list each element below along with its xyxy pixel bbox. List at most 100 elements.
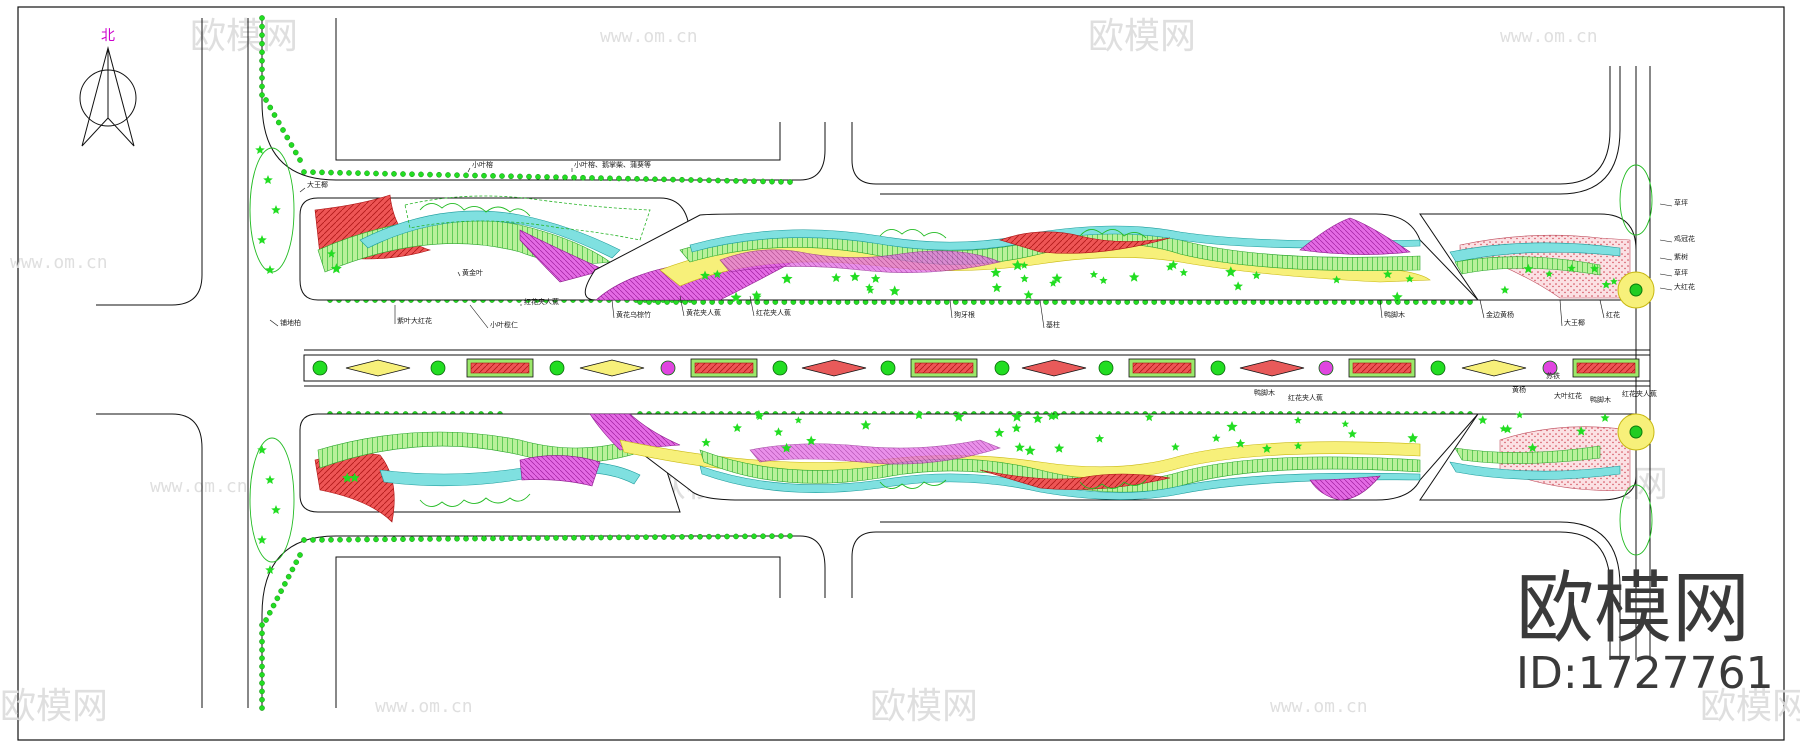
tree-star — [866, 286, 875, 294]
plant-label: 红花夹人蕉 — [524, 297, 559, 306]
hedge-dot — [418, 536, 424, 542]
hedge-dot — [382, 536, 388, 543]
hedge-dot — [409, 171, 415, 178]
hedge-dot — [346, 536, 352, 543]
tree-star — [1391, 291, 1403, 302]
tree-star — [1011, 423, 1022, 433]
leader-line — [299, 187, 306, 193]
tree-star — [1144, 412, 1154, 422]
tree-star — [1515, 410, 1524, 419]
hedge-dot — [282, 581, 288, 587]
shrub-clusters — [249, 147, 1653, 563]
median-shrub-circle — [1098, 360, 1114, 376]
hedge-dot — [280, 127, 286, 133]
hedge-dot — [259, 638, 265, 645]
hedge-dot — [259, 57, 265, 64]
tree-star — [1590, 264, 1599, 273]
plant-label: 小叶榄仁 — [490, 320, 518, 329]
hedge-dot — [634, 176, 640, 182]
hedge-dot — [259, 696, 265, 703]
hedge-dot — [553, 535, 559, 541]
median-label: 大叶红花 — [1554, 391, 1582, 400]
hedge-dot — [769, 178, 775, 185]
tree-symbols — [255, 145, 1618, 574]
hedge-dot — [259, 622, 265, 628]
plant-label: 黄花乌棕竹 — [616, 310, 651, 319]
tree-star — [701, 437, 711, 447]
leader-line — [1659, 273, 1673, 277]
tree-star — [1294, 441, 1303, 450]
north-label: 北 — [101, 28, 115, 44]
median-shrub-circle — [1210, 360, 1226, 376]
hedge-dot — [706, 177, 712, 184]
tree-star — [1051, 273, 1063, 284]
median-label: 苏铁 — [1546, 371, 1560, 380]
hedge-dot — [284, 134, 291, 141]
tree-star — [753, 292, 762, 301]
hedge-dot — [259, 92, 265, 98]
plant-label: 黄花夹人蕉 — [686, 308, 721, 317]
hedge-dot — [778, 533, 784, 539]
median-rect-inner — [1352, 362, 1412, 374]
tree-star — [1545, 269, 1553, 278]
tree-star — [1341, 420, 1350, 428]
leader-line — [1659, 287, 1673, 291]
median-rect-inner — [694, 362, 754, 374]
plant-label: 金边黄杨 — [1486, 310, 1514, 319]
hedge-dot — [481, 172, 487, 179]
hedge-dot — [616, 534, 622, 541]
median-planting — [312, 358, 1640, 378]
hedge-dot — [259, 49, 265, 56]
hedge-dot — [742, 178, 748, 184]
leader-line — [611, 299, 615, 319]
hedge-dot — [706, 533, 712, 540]
planting-bed-bottom-main — [588, 413, 1480, 501]
hedge-dot — [760, 533, 766, 540]
tree-star — [991, 282, 1002, 293]
hedge-dot — [436, 536, 442, 542]
hedge-dot — [289, 566, 296, 573]
median-diamond-bed — [579, 359, 645, 377]
hedge-dot — [278, 588, 284, 594]
plant-label: 大红花 — [1674, 282, 1695, 291]
tree-star — [257, 235, 267, 244]
watermark-url: www.om.cn — [10, 252, 108, 273]
hedge-dot — [517, 535, 523, 542]
hedge-dot — [259, 672, 265, 678]
hedge-dot — [259, 705, 265, 711]
hedge-dot — [271, 112, 278, 118]
hedge-dot — [670, 176, 676, 183]
hedge-dot — [259, 83, 265, 90]
hedge-dot — [259, 40, 265, 47]
plant-label: 草坪 — [1674, 268, 1688, 277]
hedge-dot — [259, 23, 265, 30]
tree-star — [1610, 277, 1618, 285]
hedge-dot — [355, 170, 361, 176]
hedge-dot — [259, 688, 265, 695]
tree-star — [1225, 266, 1237, 277]
tree-star — [1405, 274, 1414, 283]
tree-star — [1165, 262, 1175, 271]
hedge-dot — [562, 174, 568, 181]
hedge-dot — [589, 534, 595, 541]
hedge-dot — [643, 534, 649, 540]
hedge-dot — [688, 534, 694, 540]
plant-label: 铺地柏 — [280, 318, 301, 327]
hedge-dot — [259, 32, 265, 38]
hedge-dot — [508, 535, 514, 542]
median-shrub-circle — [312, 360, 328, 376]
tree-star — [1600, 413, 1610, 422]
hedge-dot — [499, 535, 505, 542]
plant-label: 小叶榕 — [472, 160, 493, 169]
watermark-logo: 欧模网 — [0, 686, 108, 727]
hedge-dot — [526, 535, 532, 541]
tree-star — [994, 427, 1005, 438]
watermark-url: www.om.cn — [375, 696, 473, 717]
tree-star — [1020, 261, 1029, 269]
tree-star — [1049, 279, 1058, 287]
median-shrub-circle — [772, 360, 788, 376]
tree-star — [712, 269, 722, 279]
hedge-dot — [445, 172, 451, 178]
leader-line — [1379, 299, 1383, 319]
hedge-dot — [436, 171, 442, 178]
